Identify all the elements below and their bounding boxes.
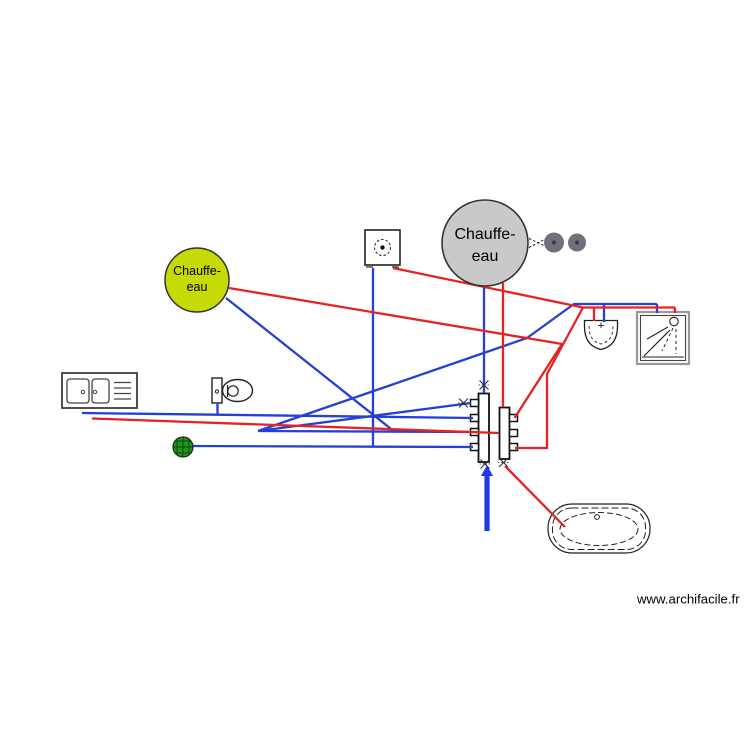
shower-head-icon (669, 316, 679, 327)
knob-dot (552, 240, 556, 245)
washing-machine-drum-icon (374, 239, 391, 256)
pipe-bathroom-hot[interactable] (515, 306, 675, 450)
pipe-bathroom-cold[interactable] (257, 302, 657, 433)
pipe-heater1-cold[interactable] (225, 297, 394, 432)
pipe-bathtub-hot[interactable] (504, 465, 566, 528)
water-heater-gray-circle (441, 199, 529, 287)
pipe-washer-hot[interactable] (392, 266, 584, 309)
pipe-outdoor-tap-cold[interactable] (191, 444, 474, 449)
water-supply-arrow[interactable] (481, 465, 493, 531)
water-heater-yellow-label: Chauffe- (173, 264, 221, 278)
manifold-port (469, 398, 480, 408)
washing-machine[interactable] (364, 229, 401, 268)
toilet-tank (211, 377, 223, 404)
manifold-hot-body (498, 406, 511, 460)
pipe-sink-cold[interactable] (81, 411, 474, 420)
bathtub[interactable] (547, 503, 651, 554)
bathtub-basin (559, 512, 639, 546)
toilet-button-icon (214, 389, 220, 394)
heater-knobs[interactable] (544, 232, 586, 253)
valve-icon[interactable] (498, 457, 509, 468)
pipes-layer (81, 238, 677, 528)
shower[interactable] (635, 310, 691, 366)
manifold-port (508, 413, 519, 423)
shower-spray-line (643, 331, 669, 357)
outdoor-tap[interactable] (172, 436, 194, 458)
watermark: www.archifacile.fr (636, 592, 740, 607)
bathtub-drain-icon (594, 514, 600, 520)
water-heater-yellow-circle (164, 247, 230, 313)
knob-dot (575, 240, 579, 245)
outdoor-tap-grid (173, 437, 193, 457)
water-heater-gray-label: Chauffe- (454, 226, 515, 243)
shower-spray-line (646, 326, 669, 340)
water-heater-gray-label: eau (472, 248, 499, 265)
valve-icon[interactable] (458, 398, 469, 408)
pipe-heater1-hot[interactable] (228, 286, 564, 419)
supply-arrow-head-icon (481, 465, 493, 476)
washbasin-outline (583, 319, 619, 351)
washbasin[interactable] (583, 319, 619, 351)
sink-bowl-left (66, 378, 90, 404)
sink-bowl-right (91, 378, 110, 404)
bathtub-rim (552, 507, 646, 550)
pipe-knob-link-2[interactable] (528, 238, 547, 248)
toilet[interactable] (211, 377, 254, 404)
manifold-hot[interactable] (498, 406, 519, 460)
pipe-sink-hot[interactable] (91, 417, 500, 435)
sink-drain-icon (80, 389, 86, 395)
shower-spray-dashed (661, 327, 674, 352)
washbasin-bowl (588, 325, 614, 345)
washing-machine-drum-dot (380, 245, 385, 250)
manifold-port (508, 428, 519, 438)
manifold-cold-body (477, 392, 490, 463)
water-heater-yellow[interactable]: Chauffe- eau (164, 247, 230, 313)
water-heater-gray[interactable]: Chauffe- eau (441, 199, 529, 287)
manifold-cold[interactable] (469, 392, 490, 463)
kitchen-sink[interactable] (61, 372, 138, 409)
valve-icon[interactable] (478, 380, 490, 390)
sink-drain-icon (92, 389, 98, 395)
water-heater-yellow-label: eau (187, 280, 208, 294)
toilet-bowl (221, 378, 254, 403)
